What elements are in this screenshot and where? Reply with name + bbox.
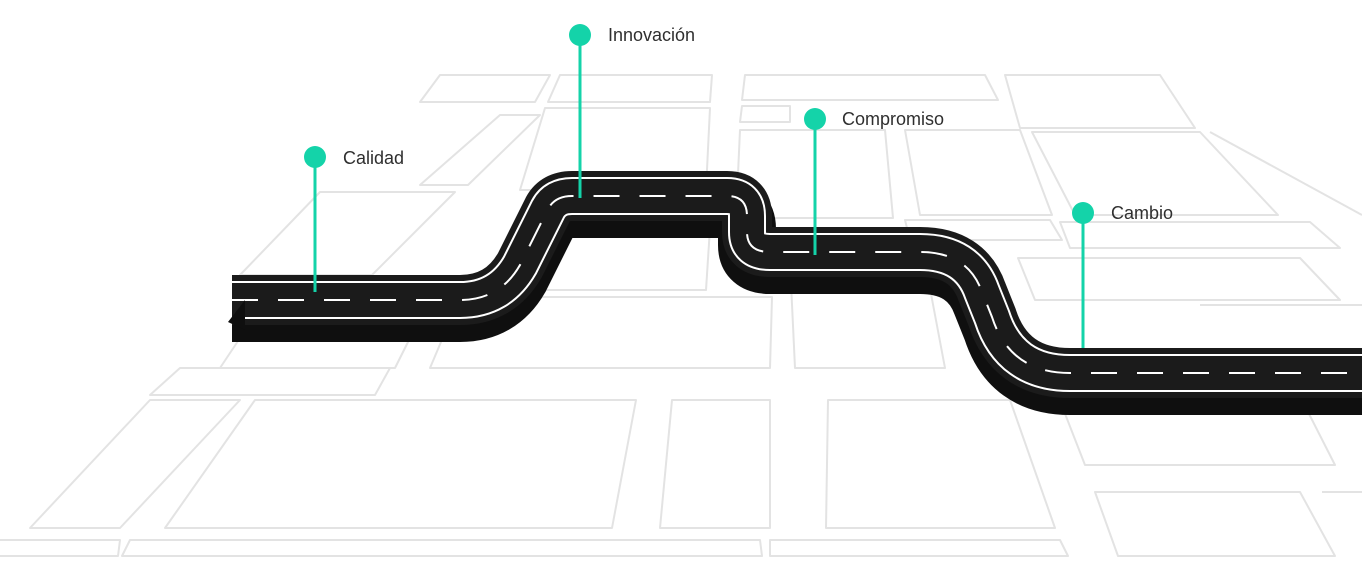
map-block bbox=[659, 399, 771, 529]
map-block bbox=[429, 296, 773, 369]
milestone-pin-icon bbox=[304, 146, 326, 168]
map-block bbox=[1094, 491, 1336, 557]
map-block bbox=[419, 114, 541, 186]
milestone-label-cambio: Cambio bbox=[1111, 203, 1174, 223]
map-block bbox=[547, 74, 713, 103]
milestone-label-compromiso: Compromiso bbox=[842, 109, 945, 129]
milestone-label-innovacion: Innovación bbox=[608, 25, 696, 45]
map-block bbox=[121, 539, 763, 557]
map-block bbox=[904, 129, 1053, 216]
map-block bbox=[741, 74, 999, 101]
milestones bbox=[304, 24, 1094, 348]
map-block bbox=[29, 399, 241, 529]
milestone-pin-icon bbox=[1072, 202, 1094, 224]
road-center-line bbox=[232, 195, 1362, 374]
map-block bbox=[1031, 131, 1279, 216]
milestone-pin-icon bbox=[569, 24, 591, 46]
milestone-pin-icon bbox=[804, 108, 826, 130]
milestone-compromiso bbox=[804, 108, 826, 255]
map-block bbox=[239, 191, 456, 276]
map-block bbox=[419, 74, 551, 103]
map-block bbox=[739, 105, 791, 123]
map-block bbox=[149, 367, 391, 396]
map-block bbox=[769, 539, 1069, 557]
map-block bbox=[164, 399, 637, 529]
milestone-calidad bbox=[304, 146, 326, 292]
map-block bbox=[1017, 257, 1341, 301]
map-block bbox=[1059, 221, 1341, 249]
map-block bbox=[1209, 131, 1362, 216]
map-block bbox=[1004, 74, 1196, 129]
background-map bbox=[0, 74, 1362, 557]
milestone-cambio bbox=[1072, 202, 1094, 348]
map-block bbox=[825, 399, 1056, 529]
road bbox=[228, 171, 1362, 415]
map-block bbox=[0, 539, 121, 557]
milestone-label-calidad: Calidad bbox=[343, 148, 405, 168]
milestone-innovacion bbox=[569, 24, 591, 198]
road-start-edge bbox=[228, 300, 245, 330]
